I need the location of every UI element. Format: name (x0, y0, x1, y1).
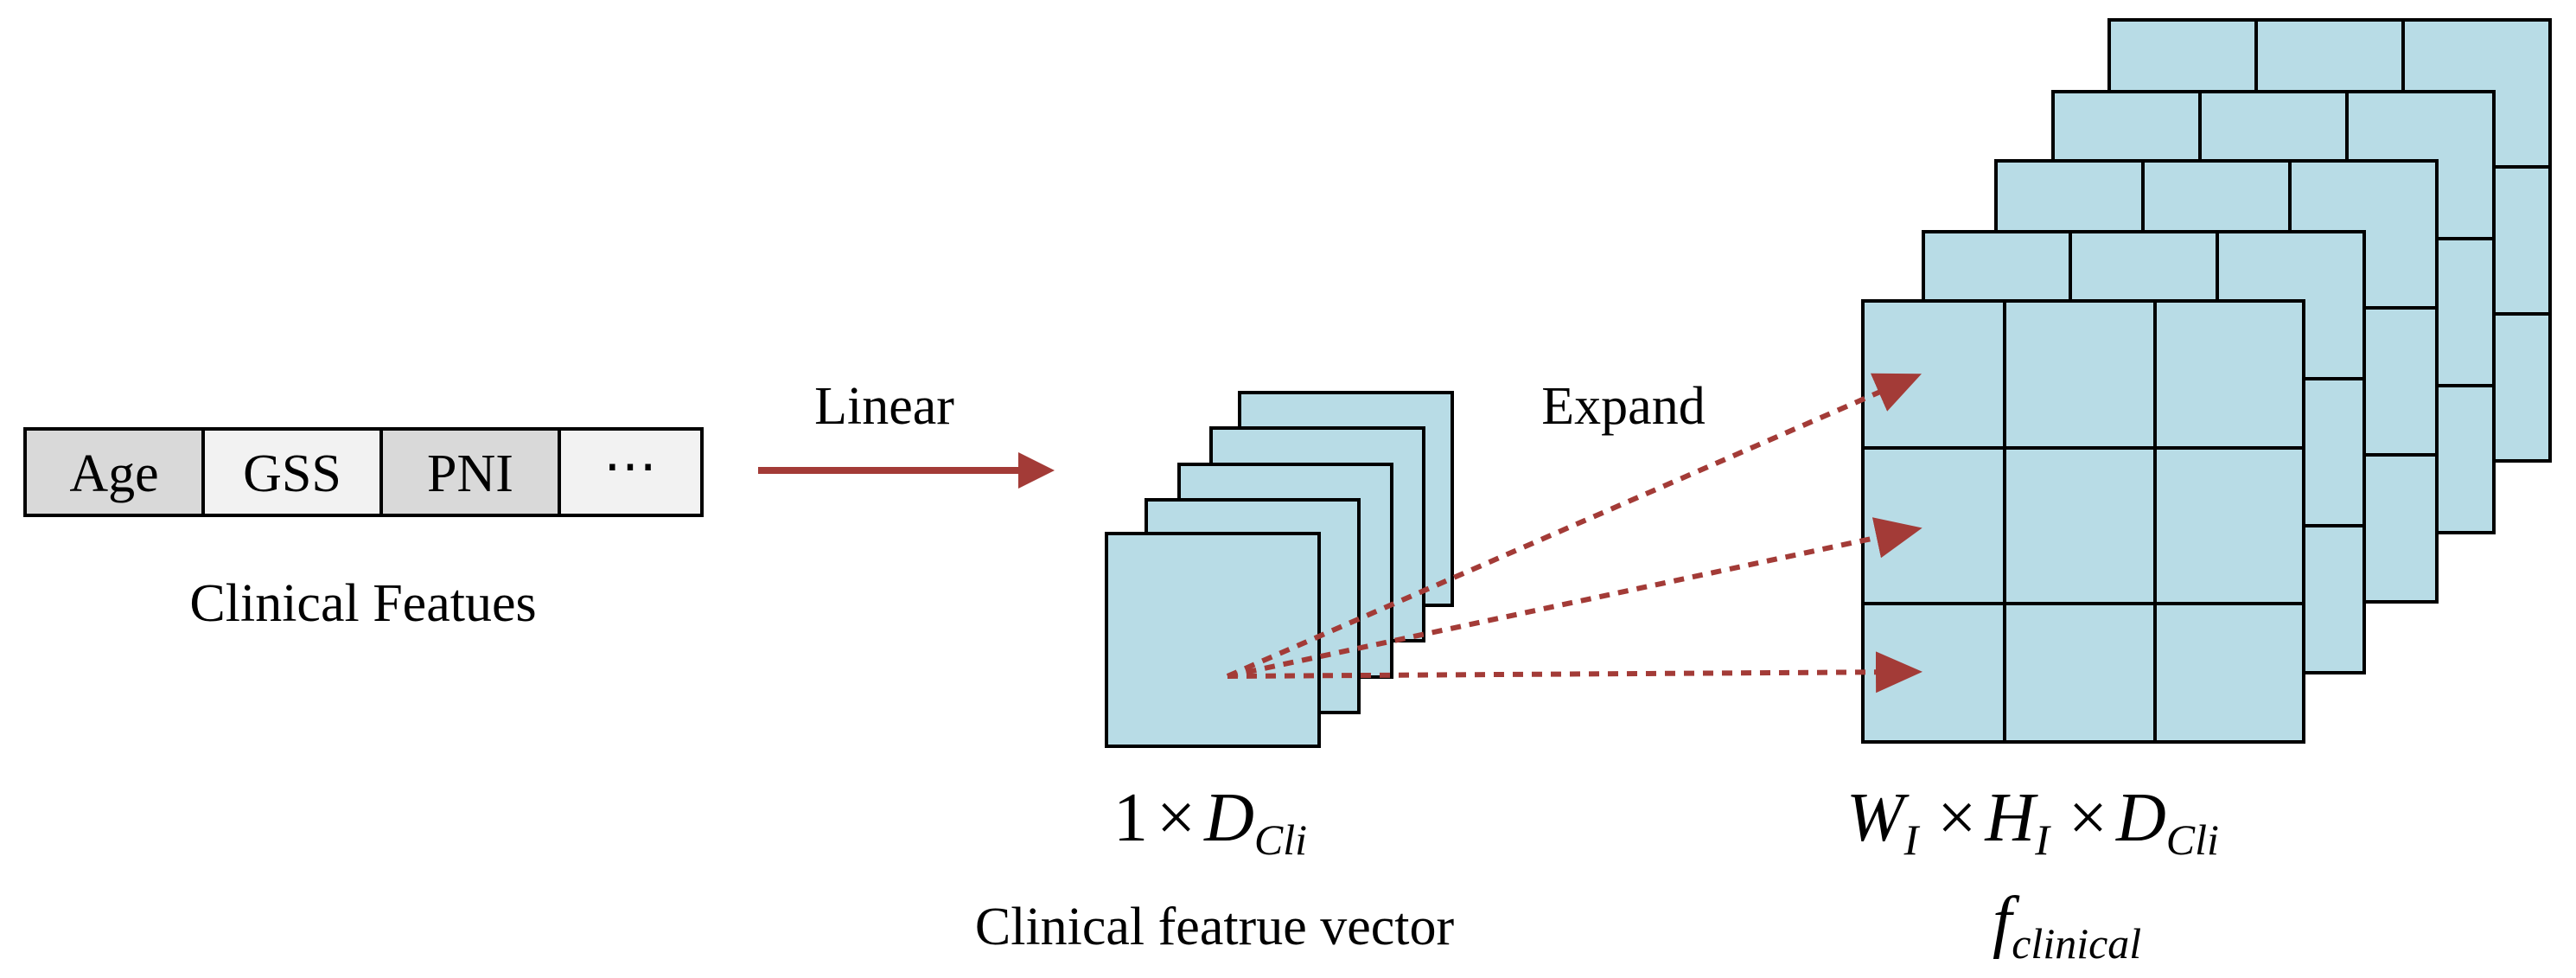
cell-pni (379, 427, 561, 517)
cell-pni-label: PNI (427, 444, 513, 503)
map-dim-h-sub: I (2034, 815, 2051, 864)
map-dimension-label: WI×HI×DCli (1846, 780, 2219, 864)
feature-vector-caption: Clinical featrue vector (975, 898, 1455, 956)
map-dim-d-sub: Cli (2166, 815, 2219, 864)
map-name-sub: clinical (2012, 919, 2141, 968)
map-dim-h: H (1984, 780, 2038, 856)
linear-label: Linear (814, 377, 954, 436)
vector-slice-front (1105, 532, 1321, 748)
cell-more-label: ⋯ (603, 438, 657, 496)
cell-age (23, 427, 205, 517)
map-dim-times-2: × (2069, 780, 2107, 856)
clinical-features-caption: Clinical Featues (189, 574, 536, 633)
expand-arrow-top (1226, 373, 1922, 679)
vector-dim-times: × (1157, 780, 1196, 856)
expand-arrow-middle (1227, 517, 1922, 679)
map-dim-w-sub: I (1903, 815, 1921, 864)
vector-dim-sub: Cli (1254, 815, 1307, 864)
cell-age-label: Age (69, 444, 158, 503)
expand-arrow-bottom (1227, 651, 1922, 694)
clinical-features-row: Age GSS PNI ⋯ (23, 427, 704, 517)
map-dim-d: D (2115, 780, 2166, 856)
linear-arrowhead (1018, 452, 1055, 489)
feature-vector-stack (1105, 391, 1454, 748)
cell-gss (201, 427, 383, 517)
vector-dim-one: 1 (1113, 780, 1148, 856)
vector-dimension-label: 1×DCli (1113, 780, 1307, 864)
map-dim-times-1: × (1937, 780, 1976, 856)
cell-more (558, 427, 704, 517)
vector-dim-d: D (1203, 780, 1254, 856)
map-layer-front (1861, 299, 2305, 744)
cell-gss-label: GSS (243, 444, 341, 503)
map-name-label: fclinical (1993, 884, 2141, 968)
expand-label: Expand (1541, 377, 1705, 436)
expanded-map-stack (1861, 18, 2552, 744)
map-dim-w: W (1846, 780, 1910, 856)
